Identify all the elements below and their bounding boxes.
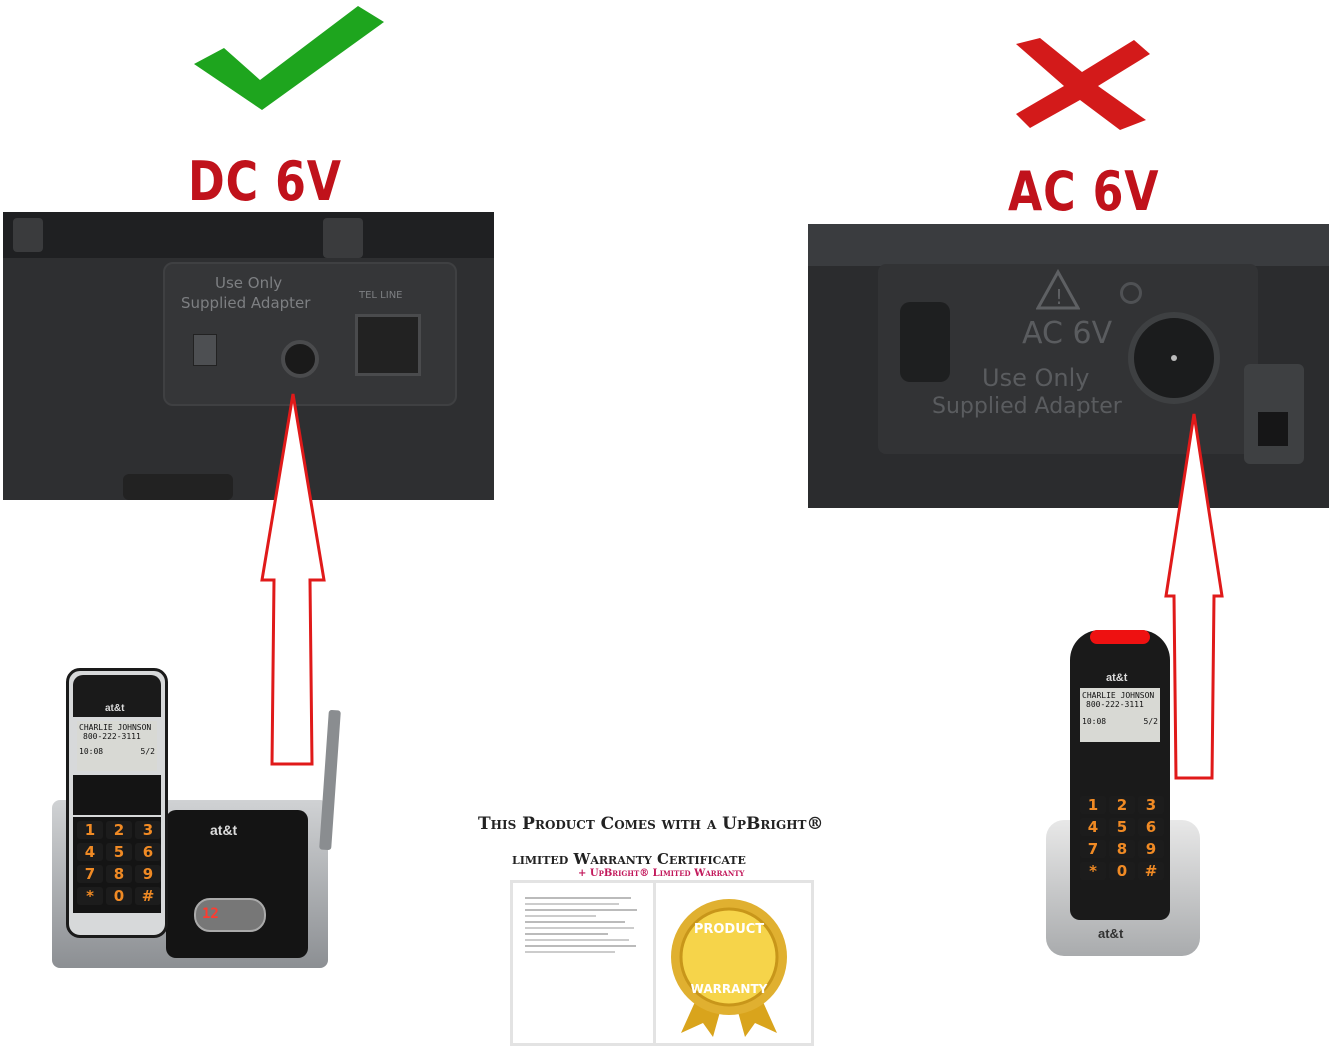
keypad-key[interactable]: 4 [77,843,103,861]
keypad-key[interactable]: 6 [135,843,161,861]
screen-date: 5/2 [1143,717,1158,726]
keypad-key[interactable]: # [1138,862,1164,880]
ac-jack [1128,312,1220,404]
screen-date: 5/2 [140,747,155,756]
screen-time: 10:08 [1082,717,1107,726]
tel-line-text: TEL LINE [359,290,403,301]
power-switch [193,334,217,366]
screen-time: 10:08 [79,747,104,756]
ac-jack-photo: ! AC 6V Use Only Supplied Adapter [808,224,1329,508]
keypad-key[interactable]: 5 [1109,818,1135,836]
right-up-arrow [1164,413,1224,780]
tel-line-jack [355,314,421,376]
keypad-key[interactable]: 9 [1138,840,1164,858]
supplied-adapter-text: Supplied Adapter [181,294,311,312]
keypad-key[interactable]: 7 [1080,840,1106,858]
certificate-subtitle: + UpBright® Limited Warranty [578,868,745,879]
keypad-key[interactable]: 8 [1109,840,1135,858]
caller-number: 800-222-3111 [83,732,141,741]
keypad-key[interactable]: 9 [135,865,161,883]
left-handset-screen: CHARLIE JOHNSON 800-222-3111 10:08 5/2 [77,721,157,771]
use-only-text: Use Only [215,274,283,292]
keypad-key[interactable]: 3 [135,821,161,839]
keypad-key[interactable]: 3 [1138,796,1164,814]
keypad-key[interactable]: 0 [106,887,132,905]
certificate-title-line1: This Product Comes with a UpBright® [478,814,824,834]
keypad-key[interactable]: 6 [1138,818,1164,836]
keypad-key[interactable]: * [77,887,103,905]
keypad-key[interactable]: 5 [106,843,132,861]
base-answering-unit: at&t 12 [166,810,308,958]
left-handset: at&t CHARLIE JOHNSON 800-222-3111 10:08 … [66,668,168,938]
caller-name: CHARLIE JOHNSON [79,723,152,732]
keypad-key[interactable]: 2 [106,821,132,839]
keypad-key[interactable]: 4 [1080,818,1106,836]
cross-icon [1016,38,1150,130]
certificate-card: PRODUCT WARRANTY [510,880,814,1046]
ac-6v-label: AC 6V [1008,160,1160,223]
warranty-seal-icon: PRODUCT WARRANTY [671,899,787,1037]
keypad-key[interactable]: 0 [1109,862,1135,880]
keypad-key[interactable]: 7 [77,865,103,883]
check-icon [194,6,384,110]
right-handset: at&t CHARLIE JOHNSON 800-222-3111 10:08 … [1070,630,1170,920]
keypad-key[interactable]: 8 [106,865,132,883]
keypad-key[interactable]: 2 [1109,796,1135,814]
caller-number: 800-222-3111 [1086,700,1144,709]
keypad-key[interactable]: 1 [1080,796,1106,814]
certificate-fine-print [525,893,643,1027]
ringer-light [1090,630,1150,644]
caller-name: CHARLIE JOHNSON [1082,691,1155,700]
left-handset-brand: at&t [105,703,125,714]
keypad-key[interactable]: # [135,887,161,905]
base-message-count: 12 [202,906,219,922]
right-handset-screen: CHARLIE JOHNSON 800-222-3111 10:08 5/2 [1080,688,1160,742]
ac-switch [900,302,950,382]
seal-bottom-text: WARRANTY [691,982,768,996]
dc-6v-label: DC 6V [188,150,342,213]
right-handset-brand: at&t [1106,672,1128,684]
ac-6v-emboss-text: AC 6V [1022,316,1113,351]
warning-triangle-icon: ! [1036,268,1080,310]
dc-jack [281,340,319,378]
seal-top-text: PRODUCT [694,922,764,937]
keypad-key[interactable]: * [1080,862,1106,880]
cradle-brand: at&t [1098,926,1124,941]
base-play-button[interactable]: 12 [194,898,266,932]
keypad-key[interactable]: 1 [77,821,103,839]
base-brand-text: at&t [210,822,238,838]
use-only-emboss-text: Use Only [982,364,1090,392]
left-up-arrow [260,393,326,766]
dc-jack-photo: Use Only Supplied Adapter TEL LINE [3,212,494,500]
svg-text:!: ! [1055,285,1063,309]
certificate-title-line2: limited Warranty Certificate [512,850,746,868]
supplied-adapter-emboss-text: Supplied Adapter [932,394,1122,419]
